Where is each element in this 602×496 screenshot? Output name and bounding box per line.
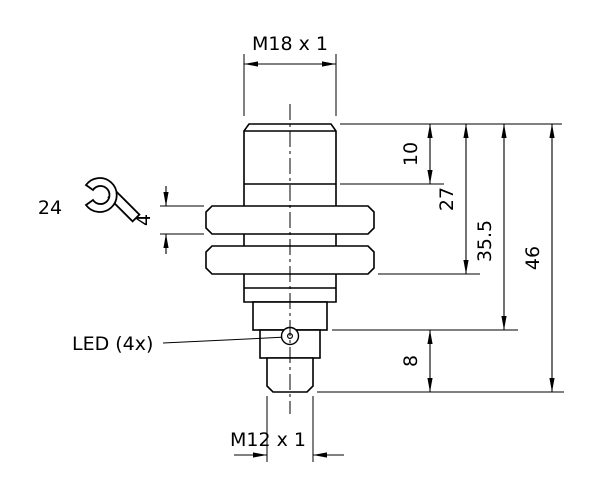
dimension-label-8: 8 [400, 355, 422, 367]
dimension-label-46: 46 [522, 246, 544, 270]
led-callout: LED (4x) [72, 333, 282, 355]
dimension-label-m12: M12 x 1 [230, 429, 306, 451]
sensor-body [205, 104, 375, 414]
led-label: LED (4x) [72, 333, 153, 355]
dimension-label-m18: M18 x 1 [252, 33, 328, 55]
wrench-size-label: 24 [38, 197, 62, 219]
dimension-label-27: 27 [436, 187, 458, 211]
leader-line [162, 336, 282, 344]
dimension-label-35-5: 35.5 [474, 220, 496, 262]
dimension-m12: M12 x 1 [230, 396, 344, 462]
dimension-label-10: 10 [400, 142, 422, 166]
wrench-size-24: 24 [38, 177, 141, 223]
wrench-icon [84, 177, 118, 213]
dimension-label-4: 4 [133, 214, 155, 226]
dimension-m18: M18 x 1 [243, 33, 337, 116]
right-dimensions: 10 27 35.5 46 8 [317, 123, 564, 393]
dimension-nut-thickness: 4 [133, 186, 204, 254]
